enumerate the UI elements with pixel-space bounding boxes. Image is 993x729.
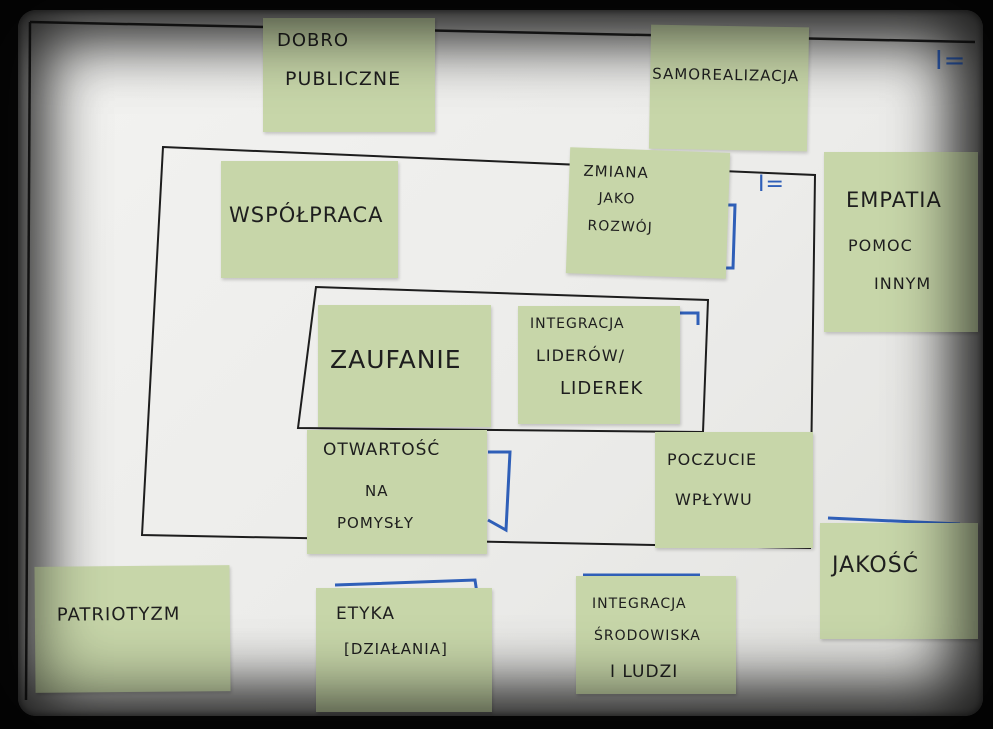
note-line: [DZIAŁANIA]: [344, 640, 448, 658]
blue-mark-integracja: [678, 311, 700, 325]
note-line: INNYM: [874, 274, 932, 293]
blue-mark-otwartosc: [487, 450, 512, 533]
note-line: DOBRO: [277, 30, 350, 51]
note-samorealizacja: SAMOREALIZACJA: [648, 24, 810, 152]
note-jakosc: JAKOŚĆ: [820, 523, 978, 639]
note-zaufanie: ZAUFANIE: [318, 305, 491, 427]
note-line: OTWARTOŚĆ: [323, 440, 441, 460]
outer-frame-left: [24, 21, 32, 701]
note-line: JAKOŚĆ: [832, 553, 920, 578]
outer-mark-text: I=: [935, 46, 967, 76]
note-line: LIDERÓW/: [536, 346, 625, 365]
note-line: WPŁYWU: [675, 490, 753, 509]
note-line: POMOC: [848, 236, 913, 255]
note-line: NA: [365, 482, 389, 500]
note-line: WSPÓŁPRACA: [229, 203, 384, 227]
note-etyka: ETYKA [DZIAŁANIA]: [316, 588, 492, 712]
note-line: PATRIOTYZM: [56, 603, 181, 626]
note-line: PUBLICZNE: [285, 68, 402, 90]
note-line: ETYKA: [336, 604, 395, 624]
note-line: EMPATIA: [846, 188, 942, 212]
middle-mark-text: I=: [758, 172, 785, 197]
note-line: INTEGRACJA: [530, 316, 625, 332]
note-line: ROZWÓJ: [587, 217, 654, 237]
note-line: POMYSŁY: [337, 514, 415, 532]
note-line: LIDEREK: [560, 378, 644, 399]
note-line: ZMIANA: [583, 161, 650, 182]
note-line: POCZUCIE: [667, 450, 758, 469]
note-poczucie-wplywu: POCZUCIE WPŁYWU: [655, 432, 813, 548]
note-line: JAKO: [598, 190, 636, 208]
note-empatia: EMPATIA POMOC INNYM: [824, 152, 978, 332]
note-dobro-publiczne: DOBRO PUBLICZNE: [263, 18, 435, 132]
note-integracja-liderow: INTEGRACJA LIDERÓW/ LIDEREK: [518, 306, 680, 424]
note-wspolpraca: WSPÓŁPRACA: [221, 161, 398, 278]
blue-mark-zmiana: [722, 203, 737, 270]
note-line: ZAUFANIE: [330, 345, 462, 374]
outer-frame-top: [29, 20, 976, 44]
note-patriotyzm: PATRIOTYZM: [34, 565, 231, 693]
note-line: ŚRODOWISKA: [594, 628, 701, 644]
note-integracja-srodowiska: INTEGRACJA ŚRODOWISKA I LUDZI: [576, 576, 736, 694]
note-line: SAMOREALIZACJA: [652, 64, 800, 86]
note-otwartosc-na-pomysly: OTWARTOŚĆ NA POMYSŁY: [307, 430, 487, 554]
note-zmiana-jako-rozwoj: ZMIANA JAKO ROZWÓJ: [565, 147, 731, 279]
note-line: I LUDZI: [610, 662, 679, 682]
note-line: INTEGRACJA: [592, 596, 687, 612]
